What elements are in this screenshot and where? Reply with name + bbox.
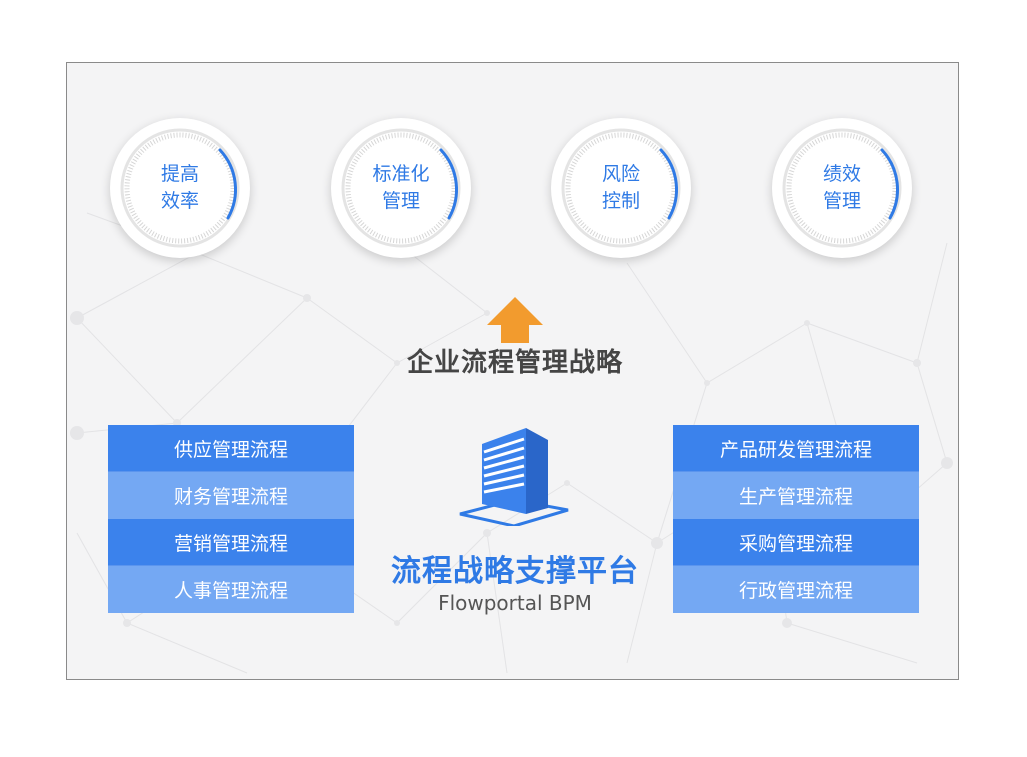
progress-ring-icon xyxy=(341,128,461,248)
platform-subtitle: Flowportal BPM xyxy=(438,591,592,615)
goal-label: 提高 效率 xyxy=(110,118,250,258)
goal-circle-risk-control: 风险 控制 xyxy=(551,118,691,258)
goal-label: 风险 控制 xyxy=(551,118,691,258)
goal-circle-standardization: 标准化 管理 xyxy=(331,118,471,258)
goal-label-line1: 风险 xyxy=(601,163,640,185)
goal-label: 标准化 管理 xyxy=(331,118,471,258)
goal-label-line2: 管理 xyxy=(381,190,420,212)
building-icon xyxy=(459,428,569,526)
right-process-list: 产品研发管理流程 生产管理流程 采购管理流程 行政管理流程 xyxy=(673,425,919,613)
process-item: 财务管理流程 xyxy=(108,472,354,519)
process-item: 营销管理流程 xyxy=(108,519,354,566)
up-arrow-icon xyxy=(487,297,543,343)
goal-label-line2: 效率 xyxy=(160,190,199,212)
goal-label-line2: 管理 xyxy=(822,190,861,212)
process-item: 采购管理流程 xyxy=(673,519,919,566)
goal-label-line1: 绩效 xyxy=(822,163,861,185)
process-item: 人事管理流程 xyxy=(108,566,354,613)
progress-ring-icon xyxy=(782,128,902,248)
progress-ring-icon xyxy=(561,128,681,248)
progress-ring-icon xyxy=(120,128,240,248)
platform-title: 流程战略支撑平台 xyxy=(391,554,639,589)
goal-label: 绩效 管理 xyxy=(772,118,912,258)
strategy-title: 企业流程管理战略 xyxy=(406,348,623,378)
process-item: 产品研发管理流程 xyxy=(673,425,919,472)
goal-label-line1: 提高 xyxy=(160,163,199,185)
goal-circle-efficiency: 提高 效率 xyxy=(110,118,250,258)
goal-circle-performance: 绩效 管理 xyxy=(772,118,912,258)
goal-label-line1: 标准化 xyxy=(372,163,430,185)
goal-label-line2: 控制 xyxy=(601,190,640,212)
left-process-list: 供应管理流程 财务管理流程 营销管理流程 人事管理流程 xyxy=(108,425,354,613)
process-item: 生产管理流程 xyxy=(673,472,919,519)
process-item: 供应管理流程 xyxy=(108,425,354,472)
process-item: 行政管理流程 xyxy=(673,566,919,613)
